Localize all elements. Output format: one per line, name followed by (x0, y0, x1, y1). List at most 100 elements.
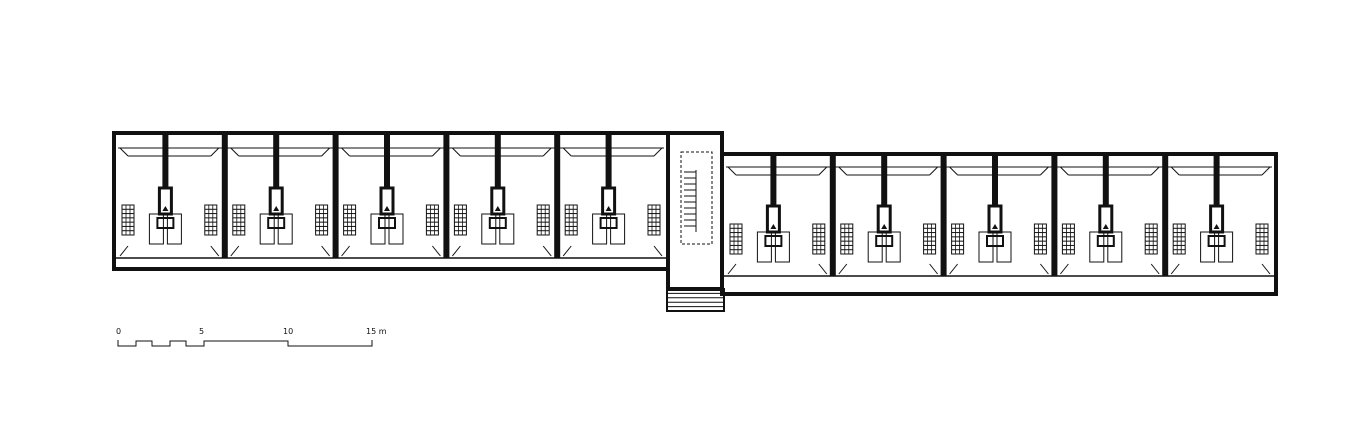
unit-stair-left (840, 223, 854, 255)
unit-stair-right (536, 204, 550, 236)
unit-stair-left-frame (840, 223, 854, 255)
corner-diagonal (452, 147, 461, 157)
north-arrow-marker (881, 224, 888, 229)
entrance-step-treads (667, 292, 724, 308)
residential-unit (230, 133, 330, 257)
party-wall (443, 133, 450, 258)
residential-unit (1060, 154, 1160, 275)
unit-stair-right (1144, 223, 1158, 255)
fixture-basin (875, 235, 894, 247)
corner-diagonal (562, 245, 572, 257)
spine-wall (1213, 154, 1220, 206)
unit-stair-right-frame (647, 204, 661, 236)
bathroom-core (876, 204, 892, 234)
unit-stair-right (204, 204, 218, 236)
unit-stair-right (812, 223, 826, 255)
spine-wall (273, 133, 280, 188)
bathroom-core (268, 186, 284, 216)
bathroom-core (765, 204, 781, 234)
unit-stair-right-frame (923, 223, 937, 255)
bathroom-core (1209, 204, 1225, 234)
scale-bar: 0 5 10 15 m (116, 327, 387, 347)
corner-diagonal (838, 166, 848, 176)
stair-core (666, 131, 725, 312)
fixture-basin (1096, 235, 1115, 247)
unit-stair-right-frame (425, 204, 439, 236)
unit-stair-left-frame (951, 223, 965, 255)
unit-stair-left-frame (121, 204, 135, 236)
east-wing (720, 152, 1278, 296)
entrance-steps (666, 288, 725, 312)
corner-diagonal (1261, 166, 1271, 176)
corner-diagonal (838, 263, 848, 275)
unit-stair-left (1172, 223, 1186, 255)
corner-diagonal (542, 147, 552, 157)
north-arrow-marker (494, 206, 501, 211)
spine-wall (162, 133, 169, 188)
spine-wall (881, 154, 888, 206)
party-wall (554, 133, 561, 258)
stair-shaft-dashed (680, 151, 713, 245)
scale-tick-10: 10 (283, 327, 293, 336)
scale-tick-15m: 15 m (366, 327, 387, 336)
north-arrow-marker (992, 224, 998, 229)
corner-diagonal (929, 263, 938, 275)
corner-diagonal (1261, 263, 1271, 275)
unit-stair-left (121, 204, 135, 236)
corner-diagonal (653, 147, 663, 157)
fixture-basin (986, 235, 1004, 247)
corner-diagonal (1060, 263, 1069, 275)
residential-unit (119, 133, 220, 257)
corner-diagonal (210, 245, 220, 257)
unit-stair-left (951, 223, 965, 255)
unit-stair-right-frame (812, 223, 826, 255)
unit-stair-left-frame (1172, 223, 1186, 255)
fixture-basin (488, 217, 507, 229)
bathroom-core (987, 204, 1003, 234)
spine-wall (605, 133, 612, 188)
bathroom-core (157, 186, 173, 216)
corner-diagonal (542, 245, 552, 257)
bathroom-core (490, 186, 506, 216)
unit-stair-left-frame (1061, 223, 1075, 255)
unit-stair-left (343, 204, 357, 236)
corner-diagonal (1150, 263, 1160, 275)
unit-stair-right-frame (1033, 223, 1047, 255)
corner-diagonal (929, 166, 938, 176)
corner-diagonal (1150, 166, 1160, 176)
scale-tick-0: 0 (116, 327, 121, 336)
north-arrow-marker (605, 206, 612, 211)
corner-diagonal (432, 147, 441, 157)
fixture-basin (267, 217, 286, 229)
party-wall (940, 154, 947, 276)
unit-stair-left-frame (232, 204, 246, 236)
corner-diagonal (1040, 166, 1049, 176)
spine-wall (1102, 154, 1109, 206)
corner-diagonal (432, 245, 441, 257)
scale-tick-5: 5 (199, 327, 204, 336)
corner-diagonal (727, 166, 737, 176)
bathroom-core (1098, 204, 1114, 234)
corner-diagonal (119, 245, 129, 257)
unit-stair-right-frame (315, 204, 329, 236)
bathroom-core (601, 186, 617, 216)
party-wall (1051, 154, 1058, 276)
corner-diagonal (321, 245, 330, 257)
unit-stair-left (729, 223, 743, 255)
residential-unit (949, 154, 1049, 275)
residential-unit (838, 154, 938, 275)
residential-unit (341, 133, 441, 257)
fixture-basin (156, 217, 175, 229)
north-arrow-marker (1213, 224, 1220, 229)
north-arrow-marker (273, 206, 280, 211)
unit-stair-right (647, 204, 661, 236)
unit-stair-right (315, 204, 329, 236)
spine-wall (992, 154, 998, 206)
spine-wall (494, 133, 501, 188)
stair-flight (684, 170, 697, 232)
party-wall (1162, 154, 1169, 276)
corner-diagonal (452, 245, 461, 257)
spine-wall (384, 133, 390, 188)
residential-unit (452, 133, 552, 257)
